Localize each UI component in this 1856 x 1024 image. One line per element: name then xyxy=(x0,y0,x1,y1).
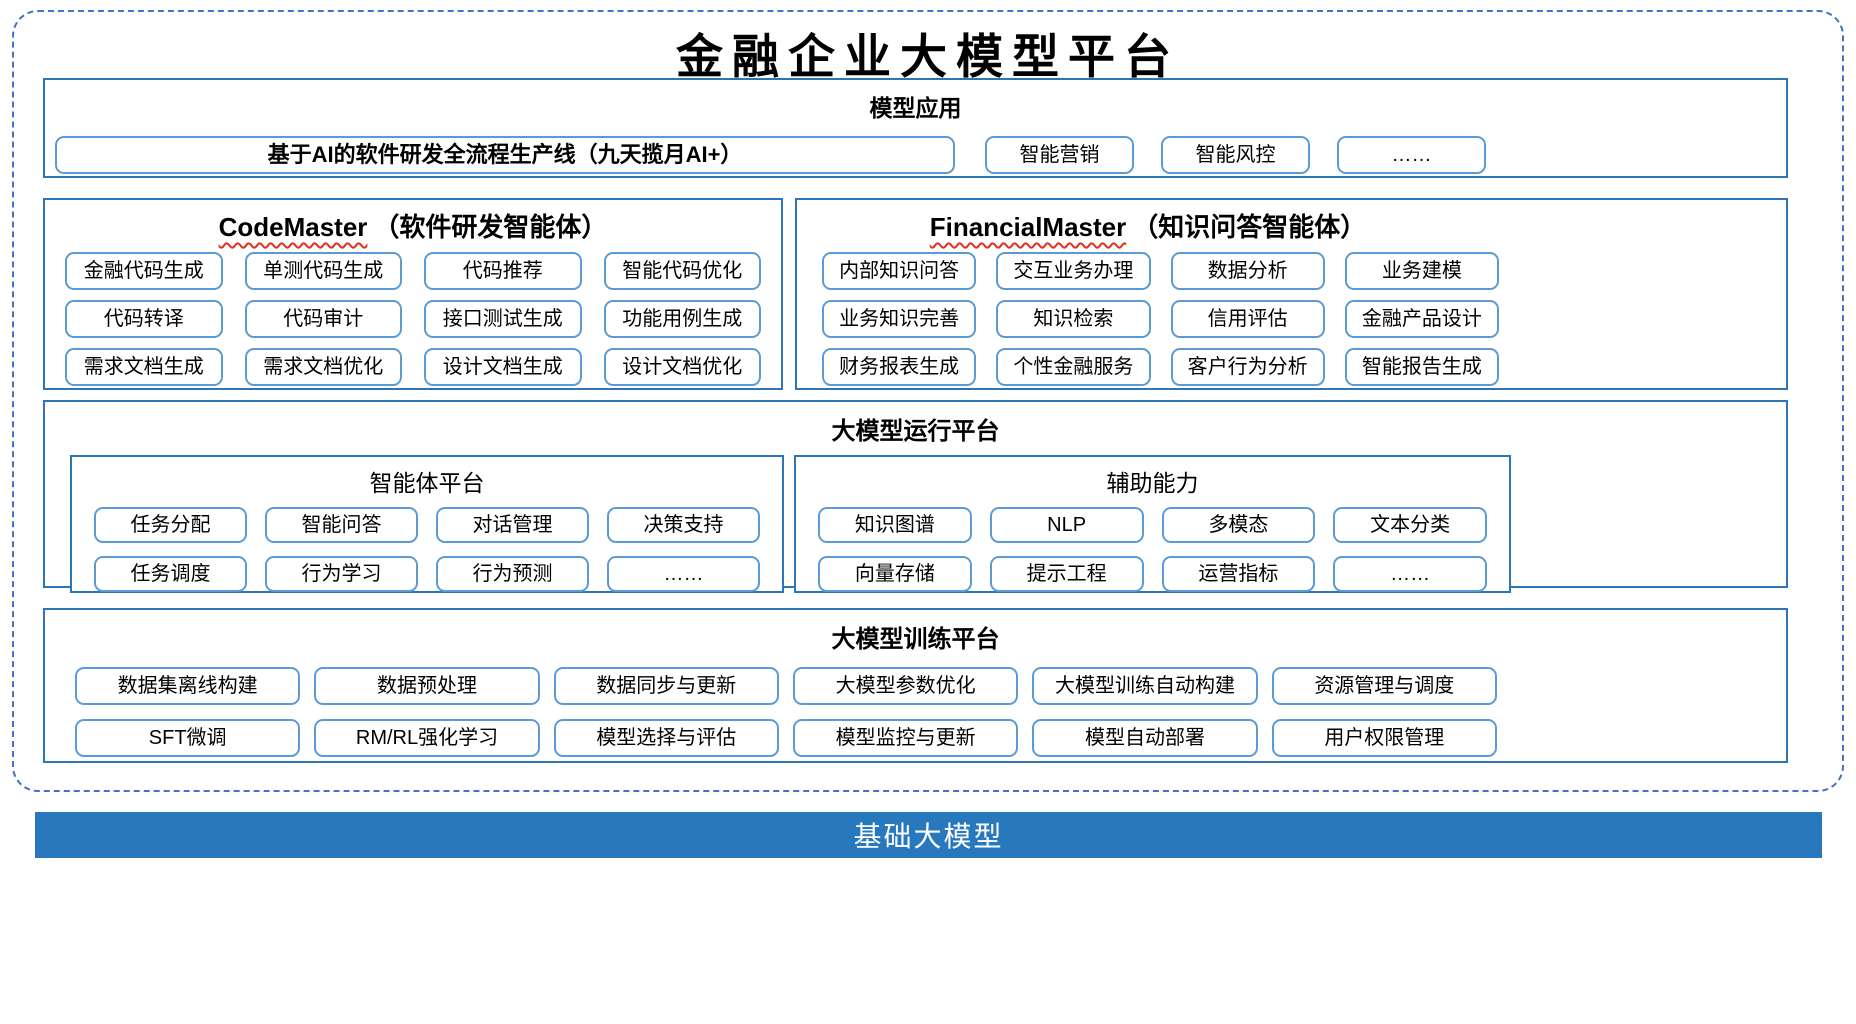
code-master-item: 金融代码生成 xyxy=(65,252,223,290)
training-platform-item: 大模型参数优化 xyxy=(792,667,1019,705)
financial-master-item: 知识检索 xyxy=(996,300,1151,338)
code-master-item: 设计文档优化 xyxy=(603,348,761,386)
auxiliary-capability-item: …… xyxy=(1333,556,1487,592)
model-applications-title: 模型应用 xyxy=(869,95,962,121)
financial-master-item: 财务报表生成 xyxy=(822,348,977,386)
training-platform-item: RM/RL强化学习 xyxy=(314,719,540,757)
code-master-name: CodeMaster xyxy=(218,212,368,242)
code-master-item: 代码审计 xyxy=(244,300,402,338)
auxiliary-capability-item: 提示工程 xyxy=(989,556,1144,592)
financial-master-content: FinancialMaster（知识问答智能体） 内部知识问答交互业务办理数据分… xyxy=(797,207,1499,386)
training-platform-title: 大模型训练平台 xyxy=(831,626,1000,653)
financial-master-item: 信用评估 xyxy=(1170,300,1325,338)
code-master-panel: CodeMaster（软件研发智能体） 金融代码生成单测代码生成代码推荐智能代码… xyxy=(43,198,783,390)
code-master-grid: 金融代码生成单测代码生成代码推荐智能代码优化代码转译代码审计接口测试生成功能用例… xyxy=(65,252,761,386)
agent-platform-item: 智能问答 xyxy=(265,507,418,543)
training-platform-item: 模型自动部署 xyxy=(1032,719,1258,757)
code-master-item: 需求文档生成 xyxy=(65,348,223,386)
platform-dashed-frame xyxy=(12,10,1844,792)
code-master-item: 代码转译 xyxy=(65,300,223,338)
auxiliary-capability-item: 知识图谱 xyxy=(818,507,972,543)
code-master-item: 需求文档优化 xyxy=(244,348,402,386)
training-platform-item: 大模型训练自动构建 xyxy=(1032,667,1258,705)
training-platform-grid: 数据集离线构建数据预处理数据同步与更新大模型参数优化大模型训练自动构建资源管理与… xyxy=(75,667,1497,757)
financial-master-grid: 内部知识问答交互业务办理数据分析业务建模业务知识完善知识检索信用评估金融产品设计… xyxy=(822,252,1499,386)
auxiliary-capability-item: 向量存储 xyxy=(818,556,972,592)
agent-platform-item: 任务分配 xyxy=(94,507,247,543)
auxiliary-capability-item: 多模态 xyxy=(1161,507,1316,543)
auxiliary-capability-panel: 辅助能力 知识图谱 NLP 多模态文本分类向量存储提示工程运营指标 …… xyxy=(794,455,1511,593)
auxiliary-capability-title: 辅助能力 xyxy=(1106,470,1199,496)
agents-row: CodeMaster（软件研发智能体） 金融代码生成单测代码生成代码推荐智能代码… xyxy=(43,198,1788,390)
financial-master-item: 个性金融服务 xyxy=(996,348,1151,386)
training-platform-item: 资源管理与调度 xyxy=(1271,667,1497,705)
financial-master-panel: FinancialMaster（知识问答智能体） 内部知识问答交互业务办理数据分… xyxy=(795,198,1788,390)
financial-master-name: FinancialMaster xyxy=(929,212,1127,242)
auxiliary-capability-grid: 知识图谱 NLP 多模态文本分类向量存储提示工程运营指标 …… xyxy=(818,507,1487,592)
agent-platform-item: …… xyxy=(607,556,760,592)
training-platform-item: 数据集离线构建 xyxy=(75,667,301,705)
code-master-subtitle: （软件研发智能体） xyxy=(373,212,608,242)
financial-master-item: 业务知识完善 xyxy=(822,300,977,338)
financial-master-item: 客户行为分析 xyxy=(1170,348,1325,386)
agent-platform-item: 任务调度 xyxy=(94,556,247,592)
agent-platform-grid: 任务分配智能问答对话管理决策支持任务调度行为学习行为预测 …… xyxy=(94,507,760,592)
financial-master-item: 业务建模 xyxy=(1344,252,1499,290)
training-platform-item: 模型监控与更新 xyxy=(792,719,1019,757)
training-platform-item: 用户权限管理 xyxy=(1271,719,1497,757)
agent-platform-item: 决策支持 xyxy=(607,507,760,543)
financial-master-subtitle: （知识问答智能体） xyxy=(1132,212,1367,242)
code-master-item: 接口测试生成 xyxy=(424,300,582,338)
model-application-item: 智能营销 xyxy=(985,136,1134,174)
runtime-row: 智能体平台 任务分配智能问答对话管理决策支持任务调度行为学习行为预测 …… 辅助能… xyxy=(70,455,1786,593)
training-platform-item: 数据同步与更新 xyxy=(553,667,779,705)
agent-platform-item: 行为学习 xyxy=(265,556,418,592)
model-application-item: …… xyxy=(1337,136,1486,174)
code-master-item: 功能用例生成 xyxy=(603,300,761,338)
code-master-item: 智能代码优化 xyxy=(603,252,761,290)
diagram-title: 金融企业大模型平台 xyxy=(676,30,1180,85)
agent-platform-panel: 智能体平台 任务分配智能问答对话管理决策支持任务调度行为学习行为预测 …… xyxy=(70,455,784,593)
auxiliary-capability-item: 运营指标 xyxy=(1161,556,1316,592)
foundation-model-bar: 基础大模型 xyxy=(35,812,1822,858)
training-platform-item: 模型选择与评估 xyxy=(553,719,779,757)
auxiliary-capability-item: 文本分类 xyxy=(1333,507,1487,543)
financial-master-item: 数据分析 xyxy=(1170,252,1325,290)
financial-master-item: 智能报告生成 xyxy=(1344,348,1499,386)
auxiliary-capability-item: NLP xyxy=(989,507,1144,543)
code-master-title: CodeMaster（软件研发智能体） xyxy=(45,207,781,244)
financial-master-item: 交互业务办理 xyxy=(996,252,1151,290)
section-training-platform: 大模型训练平台 数据集离线构建数据预处理数据同步与更新大模型参数优化大模型训练自… xyxy=(43,608,1788,763)
financial-master-item: 内部知识问答 xyxy=(822,252,977,290)
training-platform-item: 数据预处理 xyxy=(314,667,540,705)
section-model-applications: 模型应用 基于AI的软件研发全流程生产线（九天揽月AI+） 智能营销智能风控 …… xyxy=(43,78,1788,178)
agent-platform-title: 智能体平台 xyxy=(369,470,485,496)
model-applications-row: 基于AI的软件研发全流程生产线（九天揽月AI+） 智能营销智能风控 …… xyxy=(55,136,1786,174)
section-runtime-platform: 大模型运行平台 智能体平台 任务分配智能问答对话管理决策支持任务调度行为学习行为… xyxy=(43,400,1788,593)
code-master-item: 代码推荐 xyxy=(424,252,582,290)
model-application-items: 智能营销智能风控 …… xyxy=(985,136,1486,174)
financial-master-item: 金融产品设计 xyxy=(1344,300,1499,338)
model-application-item: 智能风控 xyxy=(1161,136,1310,174)
training-platform-item: SFT微调 xyxy=(75,719,301,757)
financial-master-title: FinancialMaster（知识问答智能体） xyxy=(797,207,1499,244)
ai-pipeline-box: 基于AI的软件研发全流程生产线（九天揽月AI+） xyxy=(55,136,955,174)
agent-platform-item: 行为预测 xyxy=(436,556,589,592)
code-master-item: 单测代码生成 xyxy=(244,252,402,290)
runtime-platform-title: 大模型运行平台 xyxy=(831,418,1000,445)
code-master-item: 设计文档生成 xyxy=(424,348,582,386)
agent-platform-item: 对话管理 xyxy=(436,507,589,543)
